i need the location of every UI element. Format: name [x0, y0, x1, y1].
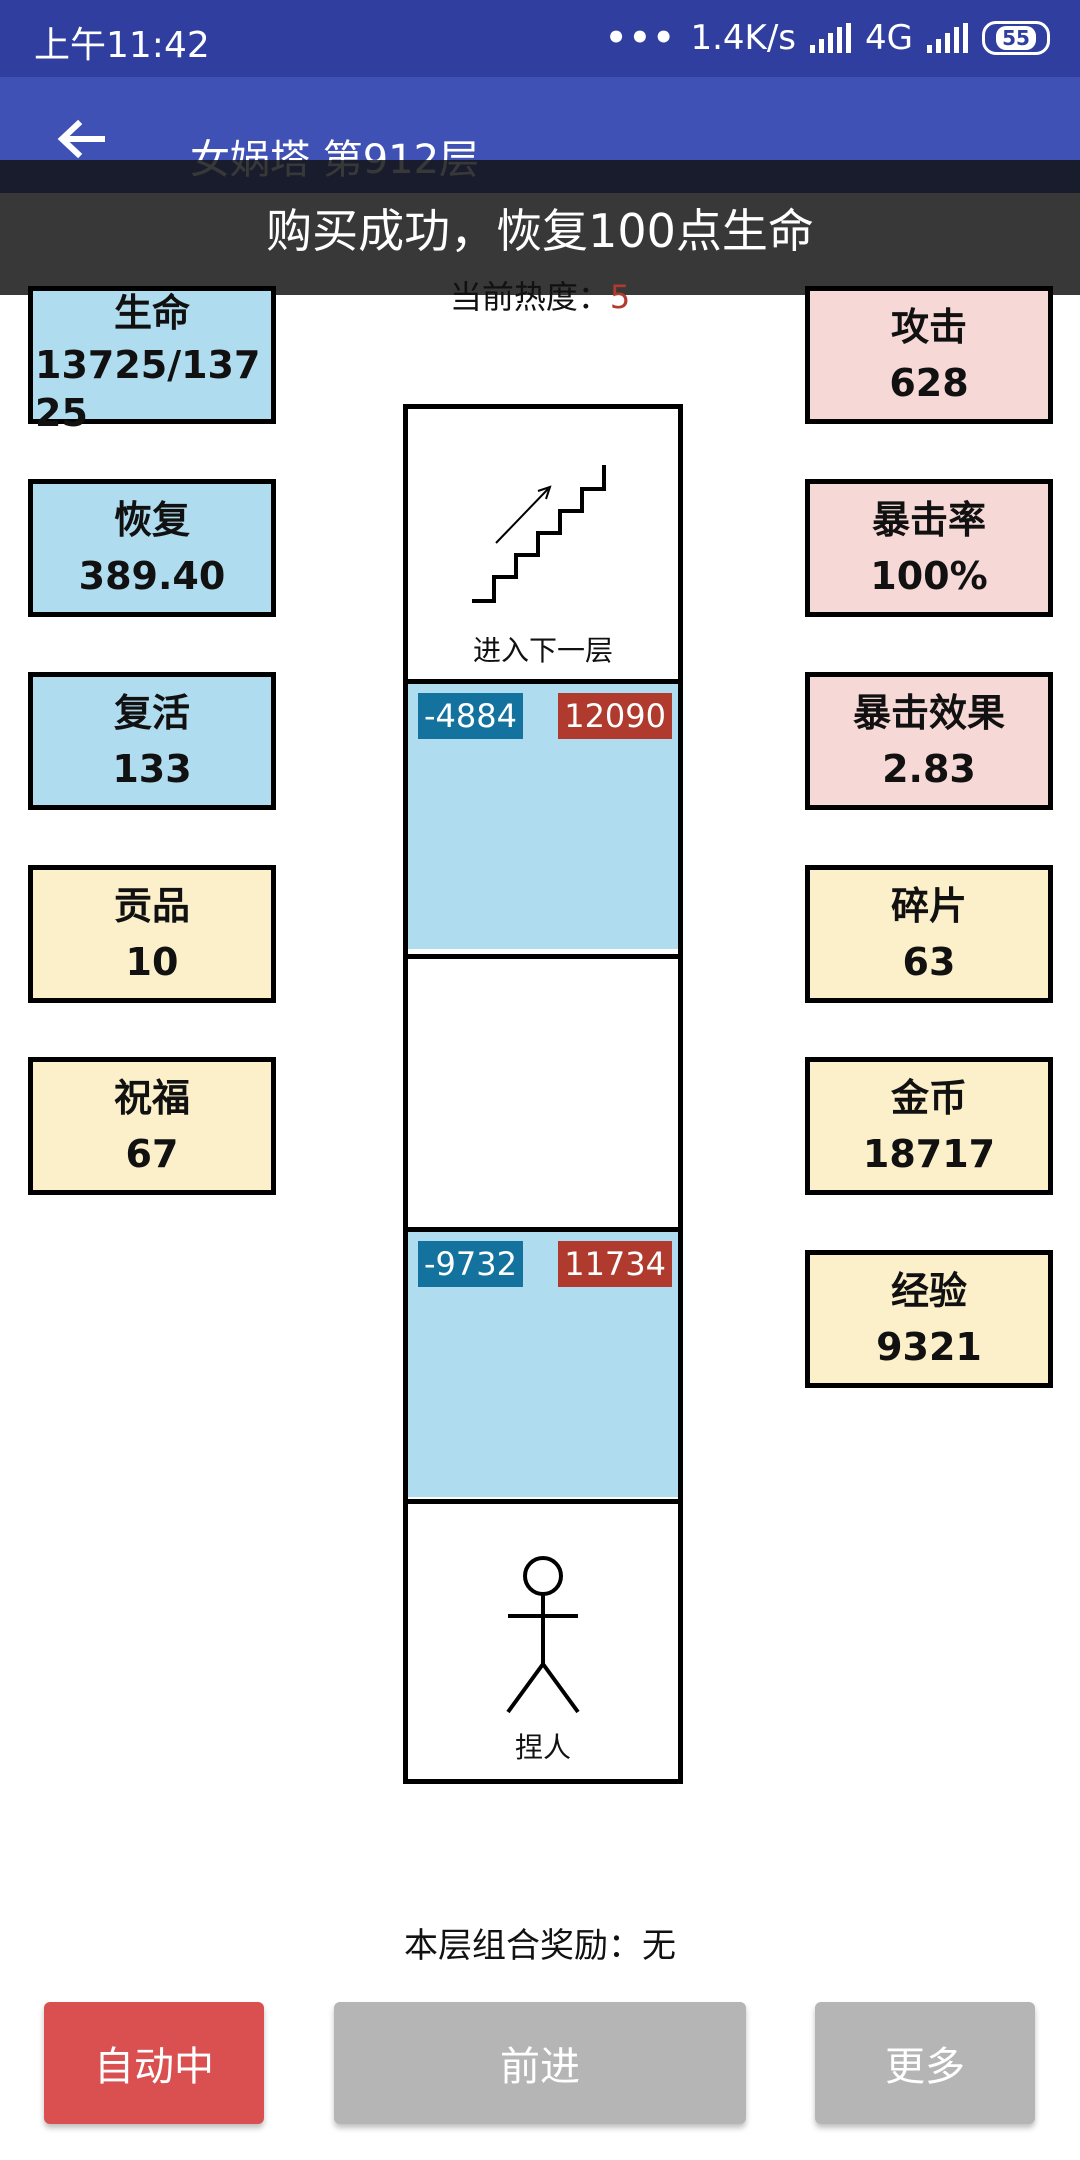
monster-2-hp: 11734: [558, 1241, 672, 1287]
toast-message: 购买成功，恢复100点生命: [0, 160, 1080, 295]
stat-gold-label: 金币: [890, 1076, 967, 1120]
heat-indicator: 当前热度：5: [0, 272, 1080, 318]
heat-value: 5: [609, 278, 631, 316]
stat-crit-effect-value: 2.83: [882, 747, 976, 791]
stat-attack: 攻击 628: [805, 286, 1053, 424]
status-time: 上午11:42: [34, 25, 210, 66]
stat-experience: 经验 9321: [805, 1250, 1053, 1388]
stat-attack-label: 攻击: [890, 305, 967, 349]
stat-gold-value: 18717: [862, 1132, 996, 1176]
stairs-label: 进入下一层: [472, 634, 613, 667]
status-icons: ••• 1.4K/s 4G 55: [605, 14, 1050, 62]
more-button[interactable]: 更多: [815, 2002, 1035, 2124]
network-type: 4G: [865, 18, 913, 58]
signal-icon: [810, 23, 852, 53]
stat-revive-label: 复活: [113, 691, 190, 735]
stat-life-value: 13725/13725: [35, 343, 261, 435]
stat-blessing-value: 67: [125, 1132, 179, 1176]
stat-fragments-label: 碎片: [890, 884, 967, 928]
back-arrow-icon[interactable]: [56, 119, 106, 159]
monster-1-hp: 12090: [558, 693, 672, 739]
stat-revive: 复活 133: [28, 672, 276, 810]
stat-recovery: 恢复 389.40: [28, 479, 276, 617]
net-speed: 1.4K/s: [690, 18, 797, 58]
stat-recovery-label: 恢复: [113, 498, 190, 542]
auto-button[interactable]: 自动中: [44, 2002, 264, 2124]
signal-icon-2: [927, 23, 968, 53]
stat-crit-effect-label: 暴击效果: [852, 691, 1005, 735]
stat-life-label: 生命: [113, 291, 190, 335]
stat-life: 生命 13725/13725: [28, 286, 276, 435]
stat-experience-label: 经验: [890, 1269, 967, 1313]
monster-2-damage: -9732: [418, 1241, 523, 1287]
stairs-cell[interactable]: 进入下一层: [408, 409, 678, 679]
stat-attack-value: 628: [889, 361, 969, 405]
player-label: 捏人: [514, 1731, 571, 1764]
monster-cell-1[interactable]: -4884 12090: [408, 679, 678, 949]
forward-button[interactable]: 前进: [334, 2002, 746, 2124]
stat-tribute-value: 10: [125, 940, 179, 984]
floor-reward: 本层组合奖励：无: [404, 1926, 676, 1966]
stick-figure-icon: [506, 1556, 580, 1714]
stat-blessing-label: 祝福: [113, 1076, 190, 1120]
battery-level: 55: [996, 26, 1036, 50]
monster-1-damage: -4884: [418, 693, 523, 739]
empty-cell: [408, 954, 678, 1224]
stat-experience-value: 9321: [876, 1325, 982, 1369]
stat-fragments: 碎片 63: [805, 865, 1053, 1003]
tower-column: 进入下一层 -4884 12090 -9732 11734 捏人: [403, 404, 683, 1784]
stat-tribute-label: 贡品: [113, 884, 190, 928]
stat-fragments-value: 63: [902, 940, 956, 984]
stat-crit-rate-value: 100%: [870, 554, 988, 598]
stat-crit-effect: 暴击效果 2.83: [805, 672, 1053, 810]
stat-tribute: 贡品 10: [28, 865, 276, 1003]
stat-crit-rate: 暴击率 100%: [805, 479, 1053, 617]
player-cell[interactable]: 捏人: [408, 1499, 678, 1769]
stat-blessing: 祝福 67: [28, 1057, 276, 1195]
stat-crit-rate-label: 暴击率: [871, 498, 986, 542]
more-dots-icon: •••: [605, 18, 677, 58]
monster-cell-2[interactable]: -9732 11734: [408, 1227, 678, 1497]
stat-gold: 金币 18717: [805, 1057, 1053, 1195]
stat-recovery-value: 389.40: [78, 554, 226, 598]
battery-icon: 55: [982, 21, 1050, 55]
stairs-icon: [472, 465, 606, 603]
stat-revive-value: 133: [112, 747, 192, 791]
status-bar: 上午11:42 ••• 1.4K/s 4G 55: [0, 0, 1080, 77]
heat-label: 当前热度：: [449, 278, 610, 316]
